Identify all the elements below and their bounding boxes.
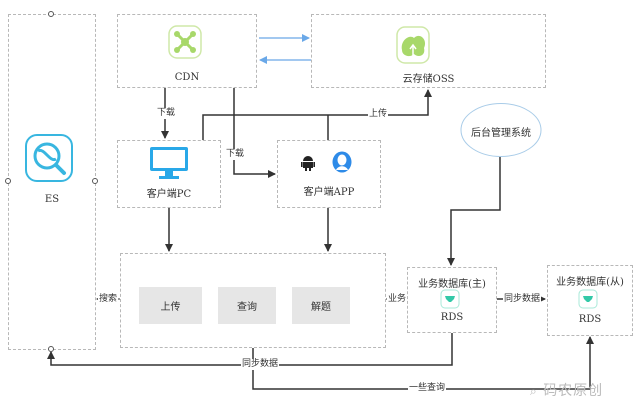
edge-label-business: 业务	[387, 294, 408, 305]
watermark-text: 码农原创	[543, 383, 604, 399]
resize-handle-right[interactable]	[92, 178, 98, 184]
resize-handle-left[interactable]	[5, 178, 11, 184]
oss-node[interactable]	[311, 14, 546, 88]
edge-label-upload-oss: 上传	[368, 109, 389, 120]
rds-database-icon	[440, 289, 460, 309]
db-master-node[interactable]	[407, 267, 497, 333]
solve-button[interactable]: 解题	[292, 287, 350, 324]
resize-handle-bottom[interactable]	[48, 346, 54, 352]
admin-system-node[interactable]	[459, 102, 543, 158]
edge-label-download-app: 下载	[225, 149, 246, 160]
android-icon	[301, 156, 315, 171]
desktop-monitor-icon	[150, 147, 188, 179]
admin-system-label: 后台管理系统	[471, 128, 531, 139]
cdn-to-app-line	[233, 88, 276, 178]
db-master-label: RDS	[440, 312, 464, 323]
app-client-node[interactable]	[277, 140, 381, 208]
watermark: ⌕ 码农原创	[530, 380, 603, 400]
user-avatar-icon	[332, 151, 352, 173]
cdn-network-icon	[168, 25, 202, 59]
es-label: ES	[44, 194, 60, 205]
rds-database-icon	[578, 289, 598, 309]
main-function-panel	[120, 253, 386, 348]
wechat-icon: ⌕	[530, 384, 538, 398]
app-client-label: 客户端APP	[303, 187, 355, 198]
cdn-label: CDN	[174, 72, 200, 83]
db-master-title: 业务数据库(主)	[418, 279, 486, 290]
resize-handle-top[interactable]	[48, 11, 54, 17]
edge-label-sync-master-slave: 同步数据	[503, 294, 542, 305]
pc-client-label: 客户端PC	[146, 189, 192, 200]
pc-to-oss-line	[202, 89, 432, 140]
edge-label-some-queries: 一些查询	[408, 383, 447, 394]
upload-button[interactable]: 上传	[139, 287, 202, 324]
edge-label-sync-to-es: 同步数据	[241, 359, 280, 370]
query-button[interactable]: 查询	[218, 287, 276, 324]
edge-label-download-pc: 下载	[156, 108, 177, 119]
cdn-node[interactable]	[117, 14, 257, 88]
edge-label-search: 搜索	[98, 294, 119, 305]
oss-cloud-upload-icon	[396, 26, 430, 64]
es-search-icon	[25, 134, 73, 182]
oss-label: 云存储OSS	[402, 74, 455, 85]
db-slave-label: RDS	[578, 314, 602, 325]
db-slave-node[interactable]	[547, 265, 633, 336]
db-slave-title: 业务数据库(从)	[556, 277, 624, 288]
pc-client-node[interactable]	[117, 140, 221, 208]
admin-to-db-line	[447, 157, 501, 266]
